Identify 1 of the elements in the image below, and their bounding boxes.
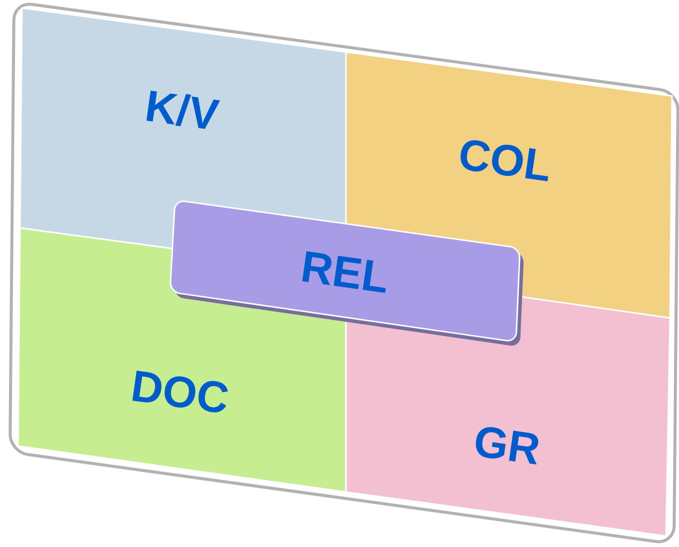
label-box: REL xyxy=(170,200,524,346)
